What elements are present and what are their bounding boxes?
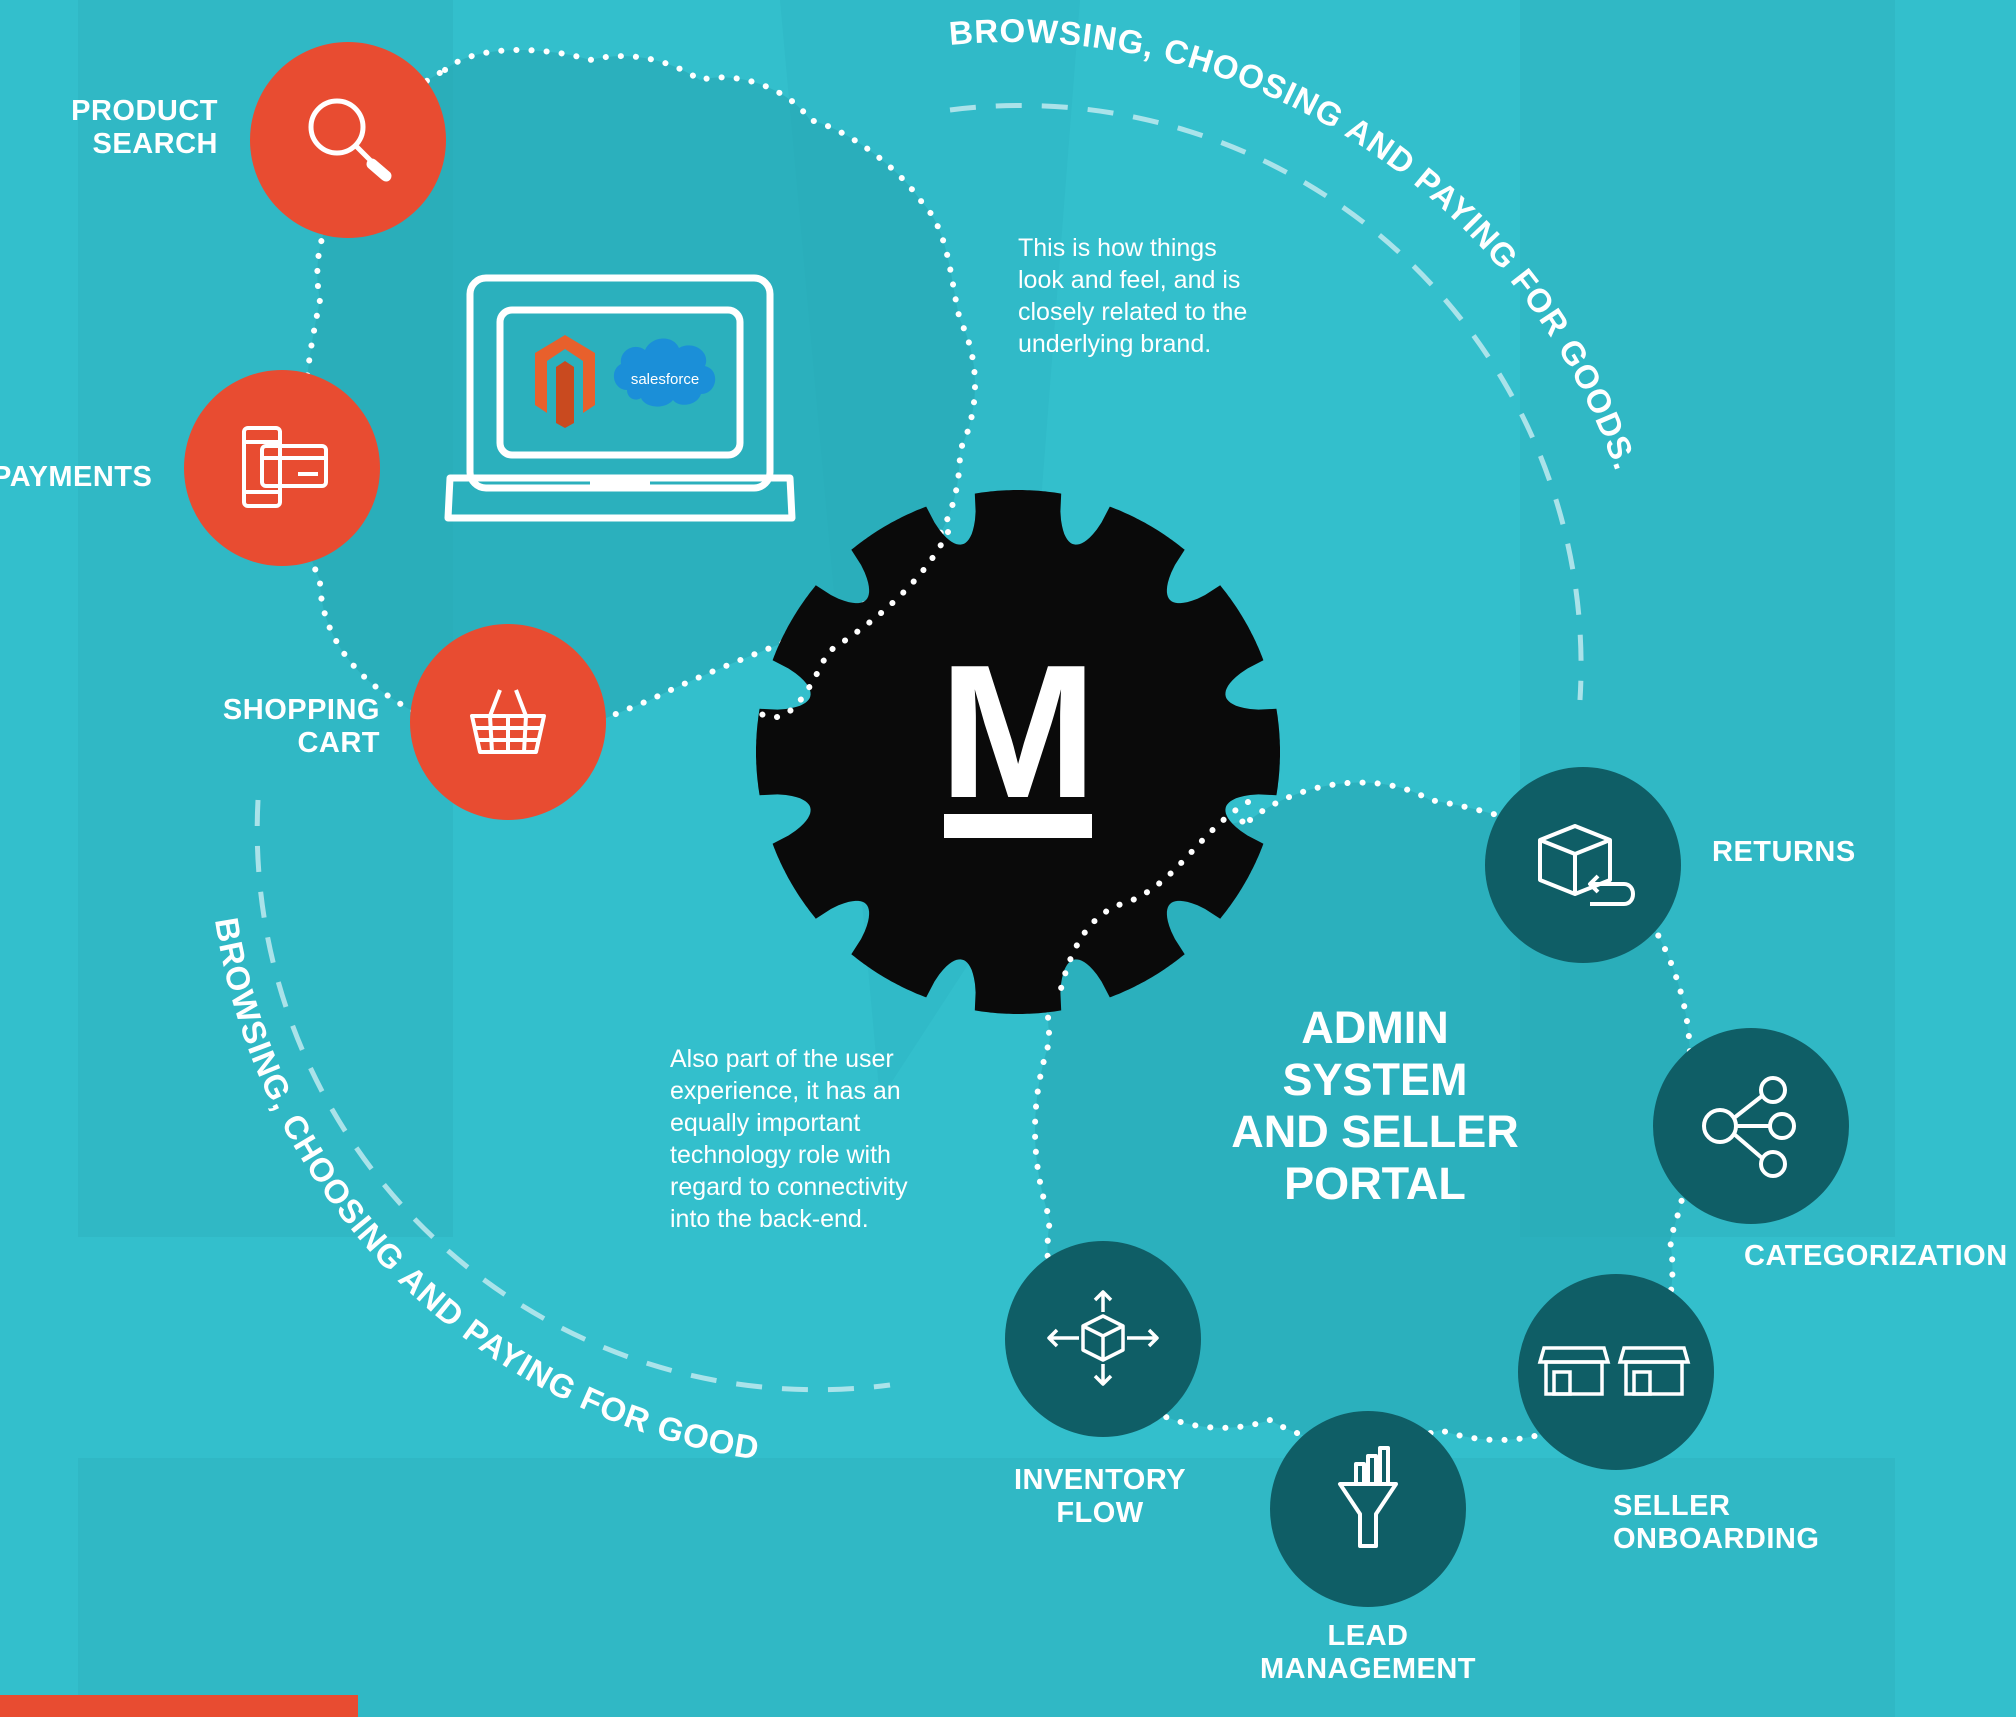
svg-text:salesforce: salesforce — [631, 371, 699, 388]
returns-box-icon — [1538, 824, 1635, 906]
svg-text:M: M — [939, 626, 1097, 838]
footer-accent-bar — [0, 1695, 358, 1717]
label-payments: PAYMENTS — [0, 461, 153, 493]
shopping-cart-node — [410, 624, 606, 820]
inventory-flow-node — [1005, 1241, 1201, 1437]
seller-onboarding-node — [1518, 1274, 1714, 1470]
laptop-icon: salesforce — [444, 274, 796, 522]
magento-logo — [535, 335, 595, 428]
inventory-cube-icon — [1047, 1290, 1159, 1386]
backend-description: Also part of the user experience, it has… — [670, 1045, 908, 1233]
bottom-dashed-arc — [254, 799, 891, 1393]
search-icon — [308, 98, 392, 182]
label-categorization: CATEGORIZATION — [1744, 1240, 2008, 1272]
share-nodes-icon — [1702, 1076, 1796, 1178]
label-returns: RETURNS — [1712, 836, 1856, 868]
payments-node — [184, 370, 380, 566]
top-dashed-arc — [949, 103, 1584, 701]
label-seller-onboarding: SELLER ONBOARDING — [1613, 1490, 1820, 1555]
center-gear: M — [755, 490, 1280, 1014]
label-shopping-cart: SHOPPING CART — [222, 694, 380, 759]
returns-node — [1485, 767, 1681, 963]
dashed-arcs — [254, 103, 1584, 1393]
payment-cards-icon — [242, 426, 328, 508]
storefront-icon — [1537, 1346, 1691, 1396]
frontend-description: This is how things look and feel, and is… — [1018, 234, 1248, 358]
lead-management-node — [1270, 1411, 1466, 1607]
label-lead-management: LEAD MANAGEMENT — [1259, 1620, 1477, 1685]
admin-portal-title: ADMIN SYSTEM AND SELLER PORTAL — [1231, 1002, 1519, 1209]
label-inventory-flow: INVENTORY FLOW — [1013, 1464, 1187, 1529]
categorization-node — [1653, 1028, 1849, 1224]
m-logo: M — [939, 626, 1097, 838]
shopping-basket-icon — [470, 689, 546, 754]
product-search-node — [250, 42, 446, 238]
salesforce-logo: salesforce — [613, 338, 716, 407]
funnel-chart-icon — [1338, 1446, 1398, 1548]
label-product-search: PRODUCT SEARCH — [71, 95, 218, 160]
